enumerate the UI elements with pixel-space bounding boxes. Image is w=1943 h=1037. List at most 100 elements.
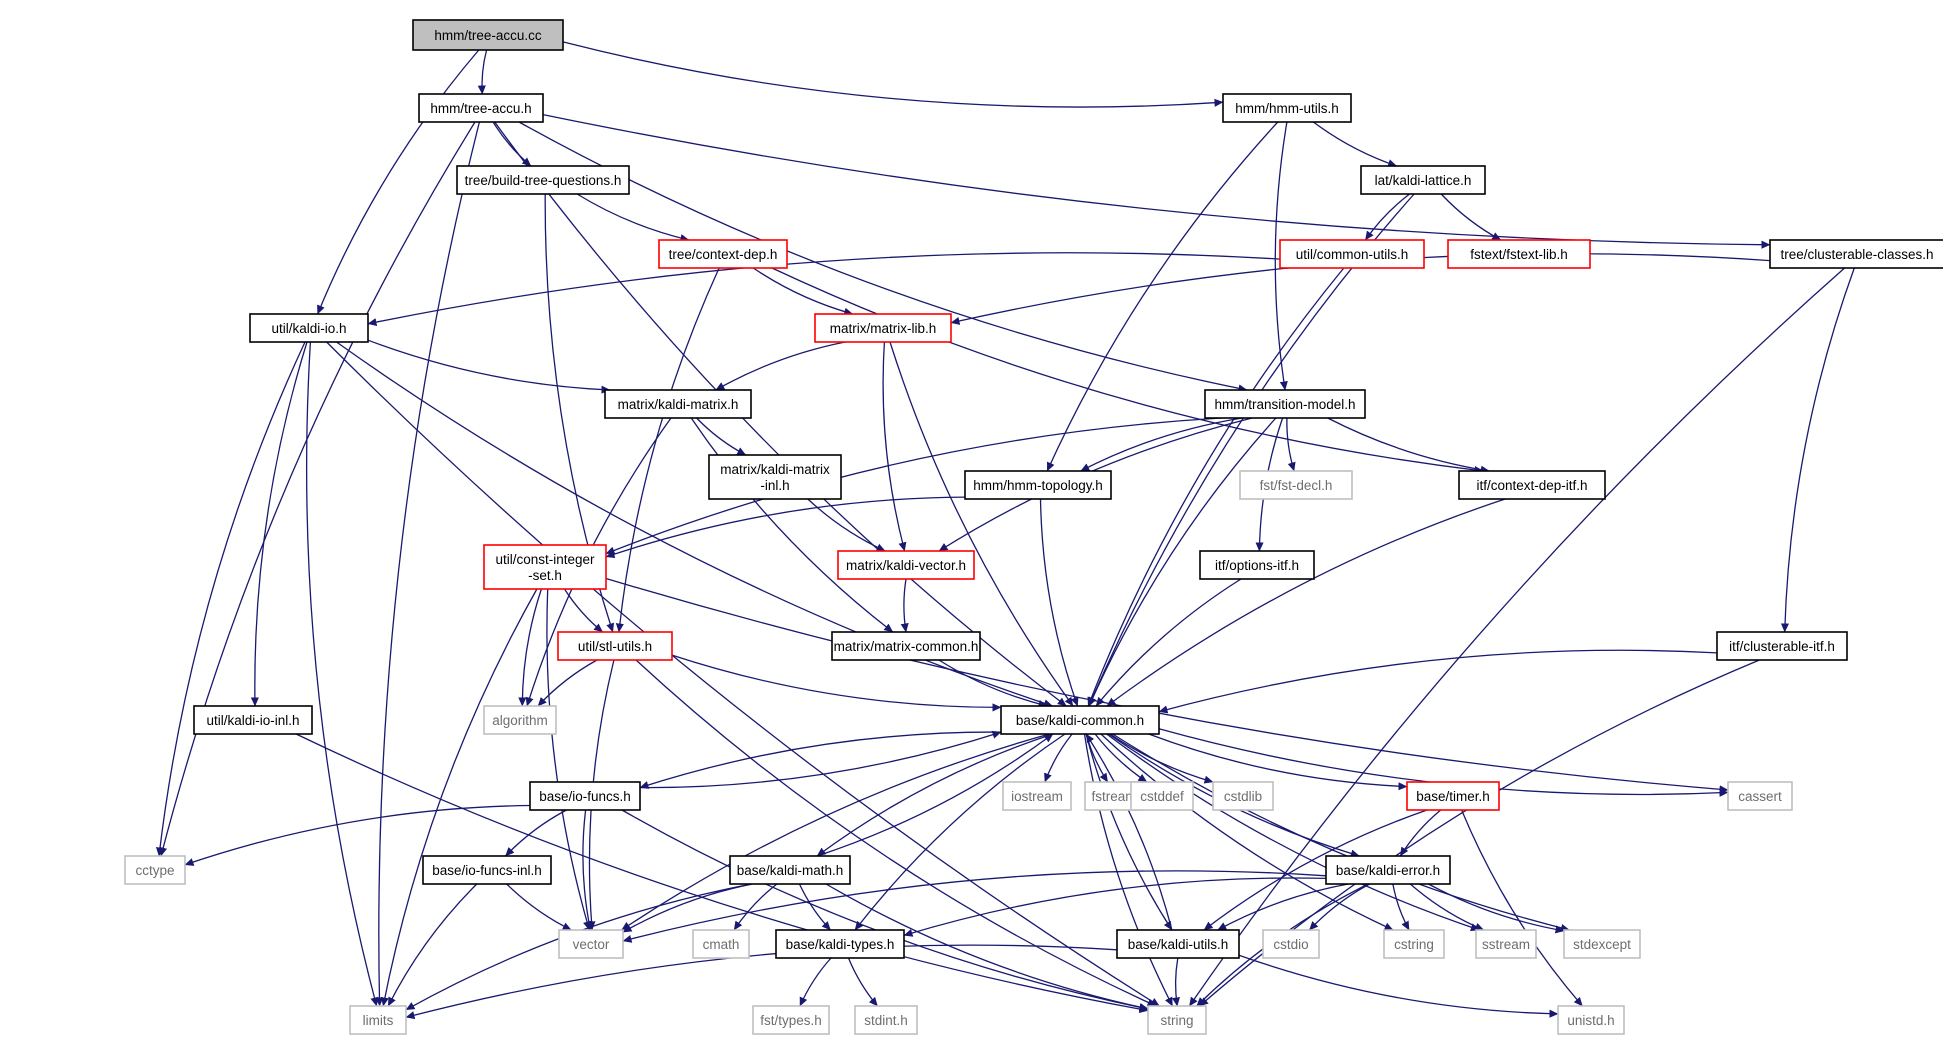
node-box xyxy=(1475,929,1537,959)
edge-const_integer_set-to-algorithm xyxy=(518,588,543,707)
node-label: itf/clusterable-itf.h xyxy=(1729,639,1835,654)
node-box xyxy=(604,389,752,419)
node-box xyxy=(708,454,842,500)
node-build-tree-q[interactable]: tree/build-tree-questions.h xyxy=(456,165,630,195)
node-kaldi-types[interactable]: base/kaldi-types.h xyxy=(775,929,905,959)
edge-context_dep-to-matrix_lib xyxy=(752,267,854,316)
node-kaldi-matrix-inl[interactable]: matrix/kaldi-matrix-inl.h xyxy=(708,454,842,500)
node-label: string xyxy=(1160,1013,1193,1028)
node-box xyxy=(1458,470,1606,500)
node-box xyxy=(1557,1005,1625,1035)
node-tree-accu-cc[interactable]: hmm/tree-accu.cc xyxy=(412,19,564,51)
node-string: string xyxy=(1147,1005,1207,1035)
edge-tree_accu_h-to-kaldi_common xyxy=(494,121,1067,707)
edge-timer-to-kaldi_utils xyxy=(1203,809,1428,931)
node-clusterable-classes[interactable]: tree/clusterable-classes.h xyxy=(1769,239,1943,269)
node-matrix-lib[interactable]: matrix/matrix-lib.h xyxy=(814,313,952,343)
node-box xyxy=(964,470,1112,500)
node-label: tree/clusterable-classes.h xyxy=(1780,247,1933,262)
edge-kaldi_common-to-kaldi_math xyxy=(816,733,1054,857)
node-box xyxy=(557,631,673,661)
edge-io_funcs-to-kaldi_common xyxy=(639,730,1002,789)
node-label: matrix/kaldi-matrix.h xyxy=(618,397,739,412)
node-box xyxy=(249,313,369,343)
node-io-funcs-inl[interactable]: base/io-funcs-inl.h xyxy=(422,855,552,885)
node-label: fstream xyxy=(1091,789,1136,804)
edge-context_dep-to-stl_utils xyxy=(615,267,720,633)
node-cctype: cctype xyxy=(124,855,186,885)
edge-hmm_utils_h-to-hmm_topology xyxy=(1046,121,1279,472)
node-fst-types: fst/types.h xyxy=(752,1005,830,1035)
node-kaldi-lattice[interactable]: lat/kaldi-lattice.h xyxy=(1360,165,1486,195)
node-box xyxy=(418,93,544,123)
node-context-dep-itf[interactable]: itf/context-dep-itf.h xyxy=(1458,470,1606,500)
node-box xyxy=(692,929,750,959)
node-box xyxy=(412,19,564,51)
node-label: cassert xyxy=(1738,789,1782,804)
node-box xyxy=(831,631,981,661)
node-clusterable-itf[interactable]: itf/clusterable-itf.h xyxy=(1716,631,1848,661)
node-kaldi-io[interactable]: util/kaldi-io.h xyxy=(249,313,369,343)
node-options-itf[interactable]: itf/options-itf.h xyxy=(1199,550,1315,580)
edge-transition_model-to-context_dep_itf xyxy=(1327,417,1490,474)
node-common-utils[interactable]: util/common-utils.h xyxy=(1279,239,1425,269)
node-label: algorithm xyxy=(492,713,548,728)
node-label: cctype xyxy=(135,863,174,878)
edge-kaldi_lattice-to-common_utils xyxy=(1364,193,1410,241)
node-box xyxy=(1239,470,1353,500)
node-label: unistd.h xyxy=(1567,1013,1614,1028)
edge-kaldi_io-to-kaldi_matrix xyxy=(367,339,611,394)
node-label: cmath xyxy=(703,937,740,952)
node-tree-accu-h[interactable]: hmm/tree-accu.h xyxy=(418,93,544,123)
node-timer[interactable]: base/timer.h xyxy=(1406,781,1500,811)
node-io-funcs[interactable]: base/io-funcs.h xyxy=(529,781,641,811)
node-label: stdint.h xyxy=(864,1013,908,1028)
edge-kaldi_math-to-kaldi_common xyxy=(816,733,1054,857)
node-sstream: sstream xyxy=(1475,929,1537,959)
node-box xyxy=(456,165,630,195)
node-fstext-lib[interactable]: fstext/fstext-lib.h xyxy=(1447,239,1591,269)
edge-stl_utils-to-string xyxy=(635,659,1157,1007)
node-label: matrix/matrix-lib.h xyxy=(830,321,937,336)
node-kaldi-io-inl[interactable]: util/kaldi-io-inl.h xyxy=(193,705,313,735)
node-cmath: cmath xyxy=(692,929,750,959)
node-const-integer-set[interactable]: util/const-integer-set.h xyxy=(483,544,607,590)
node-label: tree/context-dep.h xyxy=(669,247,778,262)
node-label: base/kaldi-types.h xyxy=(786,937,895,952)
node-label: base/kaldi-error.h xyxy=(1336,863,1440,878)
edge-tree_accu_h-to-build_tree_q xyxy=(492,121,532,167)
edge-io_funcs-to-cctype xyxy=(184,804,531,866)
node-box xyxy=(854,1005,918,1035)
node-box xyxy=(1769,239,1943,269)
edge-kaldi_error-to-kaldi_types xyxy=(903,877,1327,937)
node-kaldi-vector[interactable]: matrix/kaldi-vector.h xyxy=(837,550,975,580)
node-label: cstddef xyxy=(1140,789,1184,804)
node-stdint: stdint.h xyxy=(854,1005,918,1035)
node-context-dep[interactable]: tree/context-dep.h xyxy=(658,239,788,269)
node-kaldi-common[interactable]: base/kaldi-common.h xyxy=(1000,705,1160,735)
node-label: itf/options-itf.h xyxy=(1215,558,1299,573)
edge-kaldi_common-to-iostream xyxy=(1044,733,1073,783)
node-kaldi-error[interactable]: base/kaldi-error.h xyxy=(1325,855,1451,885)
edge-clusterable_classes-to-string xyxy=(1188,267,1846,1007)
node-kaldi-utils[interactable]: base/kaldi-utils.h xyxy=(1116,929,1240,959)
node-matrix-common[interactable]: matrix/matrix-common.h xyxy=(831,631,981,661)
node-hmm-utils-h[interactable]: hmm/hmm-utils.h xyxy=(1222,93,1352,123)
node-label: iostream xyxy=(1011,789,1063,804)
edge-tree_accu_h-to-limits xyxy=(375,121,481,1007)
edge-tree_accu_cc-to-hmm_utils_h xyxy=(562,41,1224,108)
node-kaldi-math[interactable]: base/kaldi-math.h xyxy=(729,855,851,885)
edge-const_integer_set-to-vector xyxy=(546,588,591,931)
edge-kaldi_math-to-cmath xyxy=(733,883,778,931)
node-kaldi-matrix[interactable]: matrix/kaldi-matrix.h xyxy=(604,389,752,419)
node-box xyxy=(775,929,905,959)
edge-timer-to-unistd xyxy=(1460,809,1583,1007)
node-label: cstdio xyxy=(1273,937,1308,952)
node-label: base/kaldi-utils.h xyxy=(1128,937,1229,952)
node-box xyxy=(1727,781,1793,811)
node-box xyxy=(1325,855,1451,885)
node-transition-model[interactable]: hmm/transition-model.h xyxy=(1204,389,1366,419)
node-hmm-topology[interactable]: hmm/hmm-topology.h xyxy=(964,470,1112,500)
node-stl-utils[interactable]: util/stl-utils.h xyxy=(557,631,673,661)
edge-context_dep_itf-to-kaldi_common xyxy=(1106,498,1506,707)
